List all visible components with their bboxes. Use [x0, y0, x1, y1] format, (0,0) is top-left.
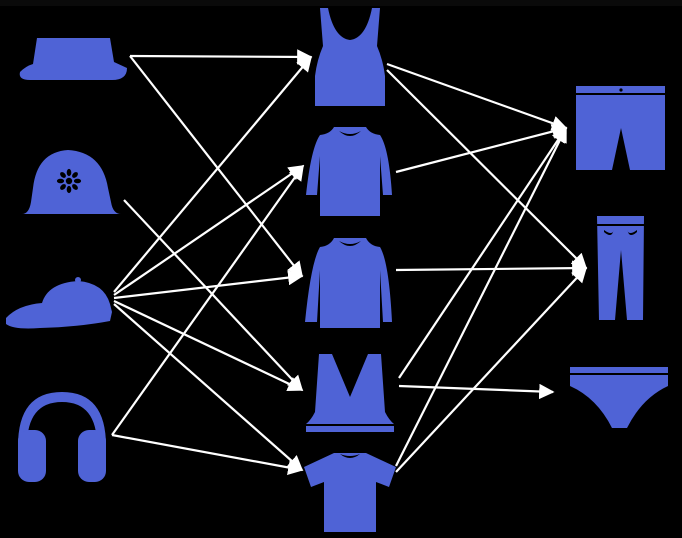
arrow-headphones-to-t-shirt	[111, 433, 304, 476]
floral-bell-hat-icon	[22, 150, 121, 214]
arrow-tank-top-to-jeans	[386, 69, 588, 270]
arrow-baseball-cap-to-sweatshirt	[113, 165, 305, 296]
t-shirt-icon	[304, 453, 396, 532]
bucket-hat-icon	[19, 38, 127, 80]
arrow-v-neck-vest-to-shorts	[398, 126, 567, 379]
shorts-icon	[576, 86, 665, 170]
arrow-group	[111, 49, 588, 476]
top-edge-strip	[0, 0, 682, 6]
v-neck-vest-icon	[306, 354, 394, 432]
briefs-icon	[570, 367, 668, 428]
sweatshirt-icon	[306, 127, 392, 216]
arrow-tank-top-to-shorts	[386, 62, 568, 131]
arrow-floral-bell-hat-to-v-neck-vest	[123, 199, 304, 392]
arrow-bucket-hat-to-long-sleeve-shirt	[129, 55, 303, 278]
arrow-baseball-cap-to-t-shirt	[113, 303, 304, 472]
arrow-v-neck-vest-to-briefs	[398, 383, 555, 400]
arrow-t-shirt-to-jeans	[395, 266, 588, 473]
headphones-icon	[18, 392, 106, 482]
jeans-icon	[597, 216, 644, 320]
arrow-baseball-cap-to-v-neck-vest	[113, 300, 304, 392]
arrow-bucket-hat-to-tank-top	[129, 49, 313, 65]
baseball-cap-icon	[6, 277, 112, 329]
arrow-baseball-cap-to-long-sleeve-shirt	[113, 269, 304, 300]
long-sleeve-shirt-icon	[305, 238, 392, 328]
arrow-long-sleeve-shirt-to-jeans	[395, 260, 588, 276]
arrow-baseball-cap-to-tank-top	[113, 55, 312, 293]
arrow-sweatshirt-to-shorts	[395, 124, 568, 174]
arrow-headphones-to-sweatshirt	[111, 164, 304, 436]
arrow-t-shirt-to-shorts	[395, 126, 567, 467]
tank-top-icon	[315, 8, 385, 106]
